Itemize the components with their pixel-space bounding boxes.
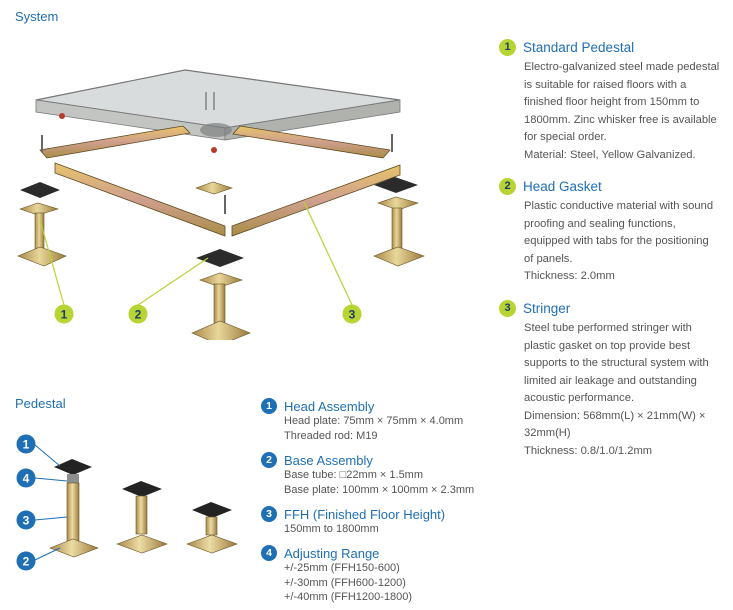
item-title: Base Assembly — [284, 452, 373, 468]
item-description: +/-25mm (FFH150-600) +/-30mm (FFH600-120… — [284, 562, 413, 603]
raised-floor-system-illustration: 1 2 3 — [17, 69, 425, 340]
feature-standard-pedestal: 1 Standard Pedestal Electro-galvanized s… — [499, 39, 725, 164]
svg-text:1: 1 — [23, 438, 30, 452]
item-number-badge: 1 — [261, 398, 277, 414]
item-number-badge: 4 — [261, 545, 277, 561]
feature-number-badge: 1 — [499, 39, 516, 56]
pedestal-callout-4: 4 — [16, 468, 36, 488]
svg-text:3: 3 — [23, 514, 30, 528]
pedestal-tall — [49, 459, 99, 558]
svg-text:3: 3 — [349, 308, 356, 322]
system-section-title: System — [15, 9, 59, 24]
item-number-badge: 2 — [261, 452, 277, 468]
pedestal-illustration: 1 4 3 2 — [16, 434, 238, 571]
item-description: Head plate: 75mm × 75mm × 4.0mm Threaded… — [284, 415, 464, 442]
svg-text:2: 2 — [135, 308, 142, 322]
item-title: Adjusting Range — [284, 545, 380, 561]
item-adjusting-range: 4 Adjusting Range +/-25mm (FFH150-600) +… — [261, 545, 501, 605]
pedestal-callout-3: 3 — [16, 510, 36, 530]
item-head-assembly: 1 Head Assembly Head plate: 75mm × 75mm … — [261, 398, 501, 443]
item-description: 150mm to 1800mm — [284, 523, 379, 535]
pedestal-callout-1: 1 — [16, 434, 36, 454]
feature-title: Standard Pedestal — [523, 40, 635, 55]
feature-number-badge: 2 — [499, 178, 516, 195]
floor-panel — [35, 69, 401, 153]
system-callout-3: 3 — [342, 304, 362, 324]
item-title: Head Assembly — [284, 398, 375, 414]
pedestal-section-title: Pedestal — [15, 396, 66, 411]
stringer-frame — [39, 125, 401, 237]
feature-description: Plastic conductive material with sound p… — [524, 200, 714, 282]
svg-text:2: 2 — [23, 555, 30, 569]
pedestal-callout-2: 2 — [16, 551, 36, 571]
svg-text:1: 1 — [61, 308, 68, 322]
item-title: FFH (Finished Floor Height) — [284, 506, 446, 522]
feature-description: Electro-galvanized steel made pedestal i… — [524, 61, 720, 161]
svg-text:4: 4 — [23, 472, 30, 486]
item-base-assembly: 2 Base Assembly Base tube: □22mm × 1.5mm… — [261, 452, 501, 497]
system-callout-2: 2 — [128, 304, 148, 324]
system-pedestals — [17, 177, 425, 340]
item-number-badge: 3 — [261, 506, 277, 522]
feature-title: Head Gasket — [523, 179, 602, 194]
feature-head-gasket: 2 Head Gasket Plastic conductive materia… — [499, 178, 725, 286]
pedestal-short — [186, 502, 238, 554]
feature-number-badge: 3 — [499, 300, 516, 317]
feature-description: Steel tube performed stringer with plast… — [524, 322, 709, 457]
feature-title: Stringer — [523, 301, 571, 316]
pedestal-medium — [116, 481, 168, 554]
item-ffh: 3 FFH (Finished Floor Height) 150mm to 1… — [261, 506, 501, 537]
system-callout-1: 1 — [54, 304, 74, 324]
item-description: Base tube: □22mm × 1.5mm Base plate: 100… — [284, 469, 475, 496]
feature-stringer: 3 Stringer Steel tube performed stringer… — [499, 300, 725, 460]
